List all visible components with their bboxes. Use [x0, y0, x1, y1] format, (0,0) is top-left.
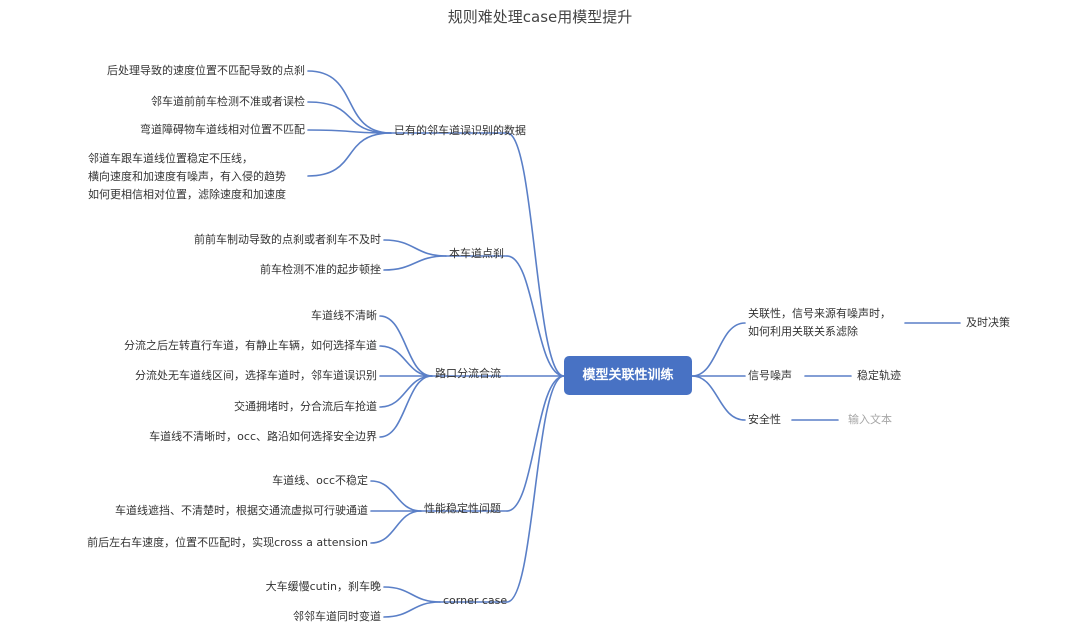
leaf-node[interactable]: 车道线遮挡、不清楚时，根据交通流虚拟可行驶通道 [115, 504, 368, 517]
branch-node[interactable]: 性能稳定性问题 [424, 502, 501, 515]
branch-node[interactable]: 关联性，信号来源有噪声时， 如何利用关联关系滤除 [748, 307, 891, 338]
placeholder-leaf-node[interactable]: 输入文本 [848, 413, 892, 426]
map-title: 规则难处理case用模型提升 [447, 8, 633, 26]
root-node[interactable]: 模型关联性训练 [564, 356, 692, 395]
leaf-node[interactable]: 稳定轨迹 [857, 369, 901, 382]
link-root-branch-4 [506, 375, 565, 603]
link-root-branch-1 [506, 255, 565, 377]
leaf-node[interactable]: 邻车道前前车检测不准或者误检 [151, 95, 305, 108]
link-root-branch-3 [506, 375, 565, 512]
leaf-node[interactable]: 前后左右车速度，位置不匹配时，实现cross a attension [87, 536, 368, 549]
leaf-node[interactable]: 车道线、occ不稳定 [272, 474, 368, 487]
branch-node[interactable]: 路口分流合流 [435, 367, 501, 380]
branch-node[interactable]: 本车道点刹 [449, 247, 504, 260]
leaf-node[interactable]: 大车缓慢cutin，刹车晚 [265, 580, 381, 593]
leaf-node[interactable]: 及时决策 [966, 316, 1010, 329]
branch-node[interactable]: corner case [443, 594, 508, 607]
leaf-node[interactable]: 分流处无车道线区间，选择车道时，邻车道误识别 [135, 369, 377, 382]
link-root-right-0 [691, 322, 746, 377]
leaf-node[interactable]: 前前车制动导致的点刹或者刹车不及时 [194, 233, 381, 246]
leaf-node[interactable]: 交通拥堵时，分合流后车抢道 [234, 400, 377, 413]
leaf-node[interactable]: 邻邻车道同时变道 [293, 610, 381, 623]
leaf-node[interactable]: 分流之后左转直行车道，有静止车辆，如何选择车道 [124, 339, 377, 352]
leaf-node[interactable]: 车道线不清晰 [311, 309, 377, 322]
leaf-node[interactable]: 弯道障碍物车道线相对位置不匹配 [140, 123, 305, 136]
branch-node[interactable]: 信号噪声 [748, 369, 792, 382]
leaf-node[interactable]: 前车检测不准的起步顿挫 [260, 263, 381, 276]
branch-node[interactable]: 安全性 [748, 413, 781, 426]
branch-node[interactable]: 已有的邻车道误识别的数据 [394, 124, 526, 137]
leaf-node[interactable]: 邻道车跟车道线位置稳定不压线， 横向速度和加速度有噪声，有入侵的趋势 如何更相信… [88, 152, 286, 201]
leaf-node[interactable]: 后处理导致的速度位置不匹配导致的点刹 [107, 64, 305, 77]
link-root-branch-0 [506, 132, 565, 377]
leaf-node[interactable]: 车道线不清晰时，occ、路沿如何选择安全边界 [149, 430, 377, 443]
link-root-right-2 [691, 375, 746, 421]
